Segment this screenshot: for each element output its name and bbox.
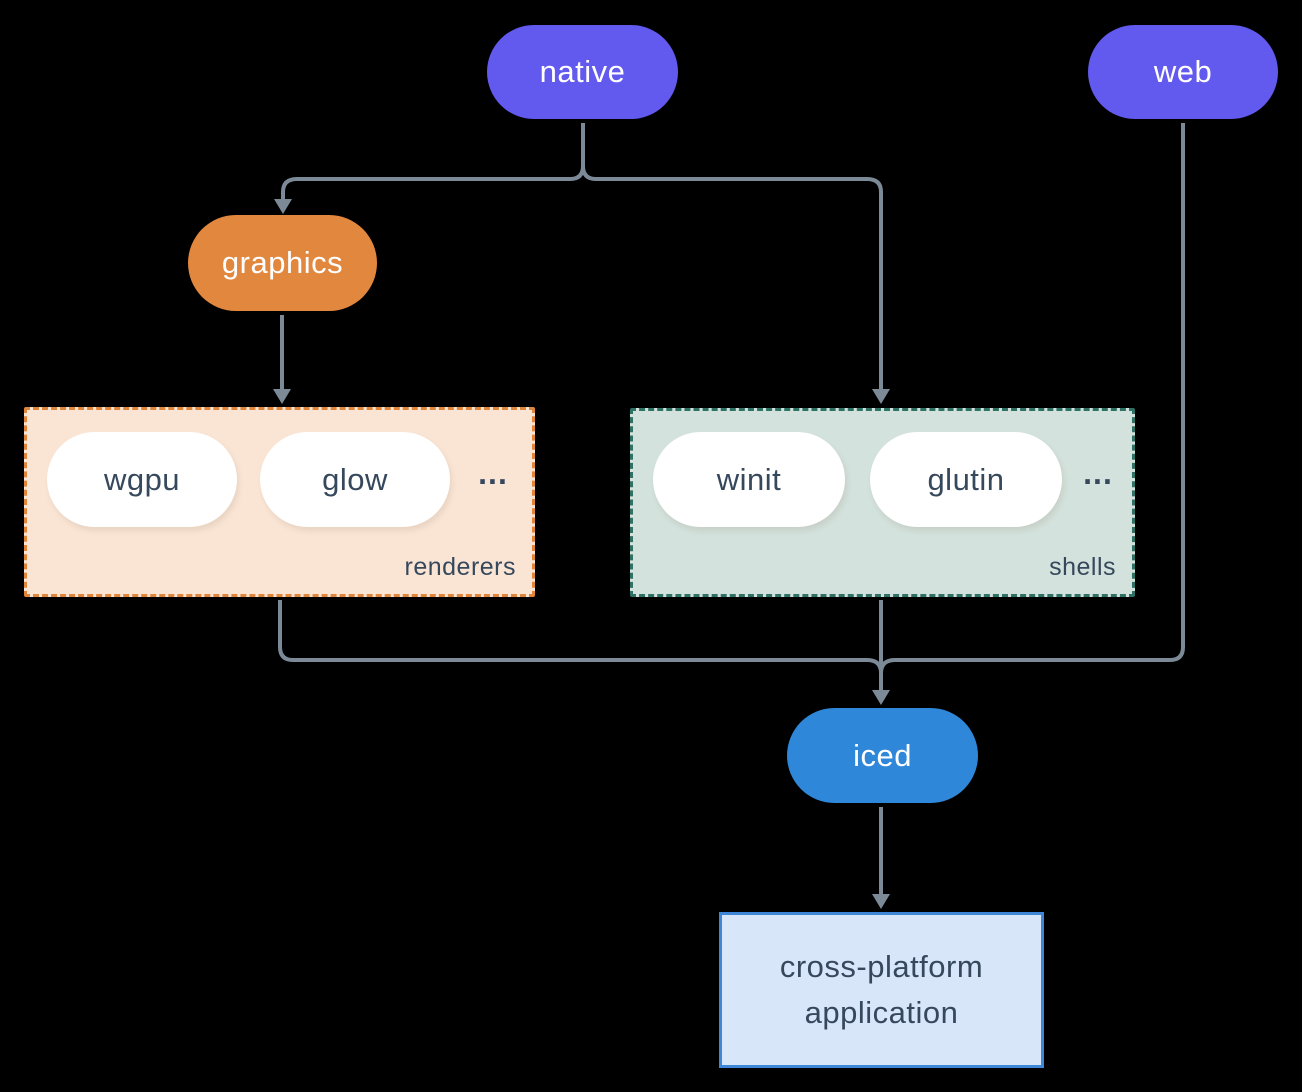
group-shells-label: shells [1049,553,1116,581]
node-glutin: glutin [870,432,1062,527]
node-iced-label: iced [853,737,912,773]
node-wgpu-label: wgpu [103,461,181,497]
arrowhead-into-graphics [274,199,292,214]
node-glutin-label: glutin [927,461,1005,497]
node-winit: winit [653,432,845,527]
arrowhead-into-iced [872,690,890,705]
node-native: native [487,25,678,119]
renderers-ellipsis: ... [478,455,508,491]
node-graphics-label: graphics [221,245,344,280]
arrowhead-into-app [872,894,890,909]
node-native-label: native [539,54,626,89]
app-label-line1: cross-platform [779,948,984,984]
edge-native-graphics [281,123,585,200]
node-iced: iced [787,708,978,803]
shells-ellipsis: ... [1083,455,1113,491]
node-web: web [1088,25,1278,119]
node-wgpu: wgpu [47,432,237,527]
node-glow-label: glow [322,461,388,497]
edge-renderers-merge [278,600,883,674]
group-renderers-label: renderers [404,553,516,581]
node-winit-label: winit [716,461,782,497]
edge-native-shells [581,123,883,390]
arrowhead-into-renderers [273,389,291,404]
node-glow: glow [260,432,450,527]
app-label-line2: application [804,995,959,1030]
arrowhead-into-shells [872,389,890,404]
node-cross-platform-application: cross-platform application [719,912,1044,1068]
node-web-label: web [1153,54,1213,89]
node-graphics: graphics [188,215,377,311]
